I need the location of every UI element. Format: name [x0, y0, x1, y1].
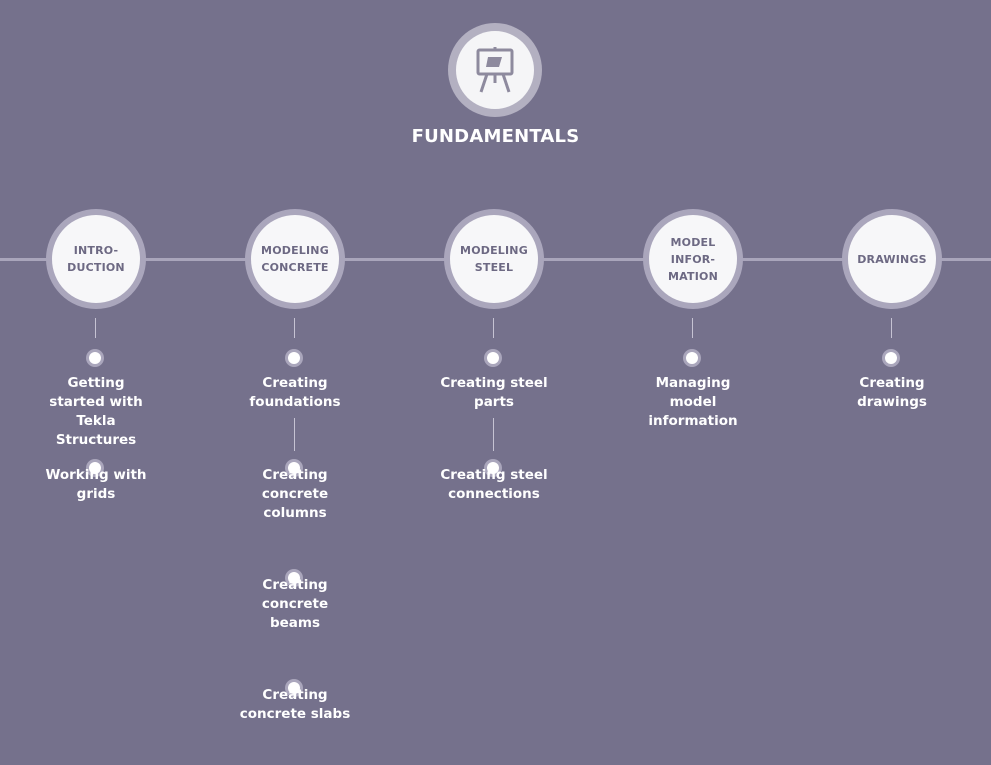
topic-dot [484, 349, 502, 367]
connector-line [891, 318, 892, 338]
topic-dot [285, 569, 303, 587]
section-node[interactable]: INTRO- DUCTION [46, 209, 146, 309]
topic-link[interactable]: Managing model information [648, 375, 738, 429]
section-node[interactable]: MODELING CONCRETE [245, 209, 345, 309]
topic-link[interactable]: Creating concrete beams [261, 577, 329, 631]
topic-link[interactable]: Creating steel parts [440, 375, 548, 410]
connector-line [692, 318, 693, 338]
connector-line [294, 418, 295, 451]
section-column: DRAWINGS Creating drawings [802, 0, 982, 765]
connector-line [294, 318, 295, 338]
section-label: MODEL INFOR- MATION [668, 235, 718, 283]
section-label: DRAWINGS [857, 252, 927, 266]
section-node[interactable]: MODELING STEEL [444, 209, 544, 309]
topic-link[interactable]: Getting started with Tekla Structures [49, 375, 143, 448]
page-title: FUNDAMENTALS [411, 126, 580, 147]
section-node-inner: INTRO- DUCTION [52, 215, 140, 303]
topic-dot [683, 349, 701, 367]
section-node[interactable]: DRAWINGS [842, 209, 942, 309]
topic-link[interactable]: Creating concrete columns [261, 467, 329, 521]
topic-dot [285, 459, 303, 477]
topic-dot [882, 349, 900, 367]
section-node-inner: MODEL INFOR- MATION [649, 215, 737, 303]
section-node-inner: DRAWINGS [848, 215, 936, 303]
connector-line [493, 318, 494, 338]
topic-dot [285, 349, 303, 367]
presentation-easel-icon [476, 47, 514, 93]
hero-circle [448, 23, 542, 117]
topic-dot [484, 459, 502, 477]
connector-line [493, 418, 494, 451]
section-label: MODELING CONCRETE [261, 244, 329, 274]
section-node-inner: MODELING STEEL [450, 215, 538, 303]
section-column: INTRO- DUCTION Getting started with Tekla… [6, 0, 186, 765]
topic-link[interactable]: Creating foundations [249, 375, 341, 410]
connector-line [95, 318, 96, 338]
hero-inner [456, 31, 534, 109]
topic-link[interactable]: Working with grids [45, 467, 147, 502]
section-node-inner: MODELING CONCRETE [251, 215, 339, 303]
section-label: MODELING STEEL [460, 244, 528, 274]
topic-dot [285, 679, 303, 697]
topic-link[interactable]: Creating concrete slabs [239, 687, 351, 722]
section-label: INTRO- DUCTION [67, 244, 125, 274]
topic-dot [86, 349, 104, 367]
section-column: MODEL INFOR- MATION Managing model inform… [603, 0, 783, 765]
section-node[interactable]: MODEL INFOR- MATION [643, 209, 743, 309]
topic-dot [86, 459, 104, 477]
topic-link[interactable]: Creating drawings [857, 375, 927, 410]
topic-link[interactable]: Creating steel connections [440, 467, 548, 502]
